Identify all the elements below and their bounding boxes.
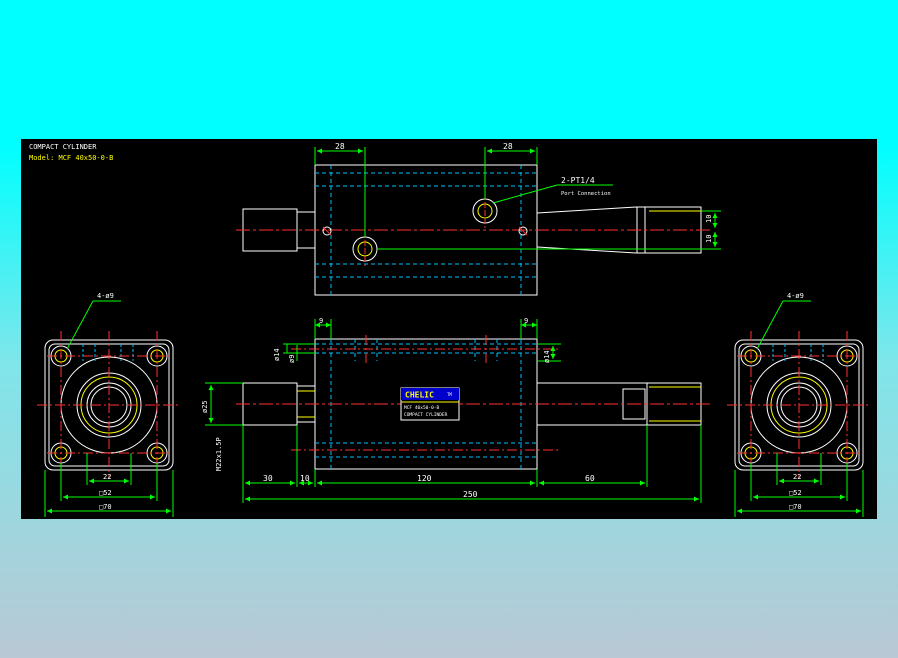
front-dimension-lines: [205, 319, 702, 503]
left-holes-label: 4-ø9: [97, 292, 114, 300]
front-dia-14-right: ø14: [543, 350, 551, 363]
right-holes-label: 4-ø9: [787, 292, 804, 300]
top-port-label: 2-PT1/4: [561, 176, 595, 185]
title-line-1: COMPACT CYLINDER: [29, 143, 97, 151]
title-line-2: Model: MCF 40x50-0-B: [29, 154, 113, 162]
right-dim-52: □52: [789, 489, 802, 497]
front-dim-60: 60: [585, 474, 595, 483]
right-end-view: 4-ø9 22 □52 □70: [727, 292, 871, 517]
front-dim-9-left: 9: [319, 317, 323, 325]
left-dim-70: □70: [99, 503, 112, 511]
top-ports: [322, 194, 528, 266]
front-dim-250: 250: [463, 490, 478, 499]
top-dimension-lines: [314, 147, 721, 250]
right-dim-70: □70: [789, 503, 802, 511]
front-hole-centers: [291, 335, 561, 451]
title-block: COMPACT CYLINDER Model: MCF 40x50-0-B: [29, 143, 113, 162]
nameplate-model: MCF 40x50-0-B: [404, 405, 440, 411]
front-dim-30: 30: [263, 474, 273, 483]
right-dim-22: 22: [793, 473, 801, 481]
front-view: CHELIC TM MCF 40x50-0-B COMPACT CYLINDER: [201, 317, 711, 503]
nameplate: CHELIC TM MCF 40x50-0-B COMPACT CYLINDER: [400, 387, 460, 421]
front-dia-9-left: ø9: [288, 355, 296, 363]
top-view: 28 28 2-PT1/4 Port Connection 10 10: [236, 142, 721, 296]
front-dia-14-left: ø14: [273, 348, 281, 361]
top-dim-right: 28: [503, 142, 513, 151]
top-port-sub: Port Connection: [561, 191, 611, 197]
top-dim-left: 28: [335, 142, 345, 151]
technical-drawing: COMPACT CYLINDER Model: MCF 40x50-0-B: [29, 142, 871, 517]
front-dim-10: 10: [300, 474, 310, 483]
top-dim-side-b: 10: [705, 235, 713, 243]
drawing-canvas: COMPACT CYLINDER Model: MCF 40x50-0-B: [21, 139, 877, 519]
top-dim-side-a: 10: [705, 215, 713, 223]
front-dim-9-right: 9: [524, 317, 528, 325]
front-thread: M22x1.5P: [215, 437, 223, 471]
left-dim-22: 22: [103, 473, 111, 481]
nameplate-name: COMPACT CYLINDER: [404, 412, 448, 418]
nameplate-tm: TM: [447, 392, 452, 397]
front-dia-25: ø25: [201, 400, 209, 413]
left-dim-52: □52: [99, 489, 112, 497]
front-dim-120: 120: [417, 474, 432, 483]
left-end-view: 4-ø9 22 □52 □70: [37, 292, 181, 517]
nameplate-brand: CHELIC: [405, 391, 434, 400]
